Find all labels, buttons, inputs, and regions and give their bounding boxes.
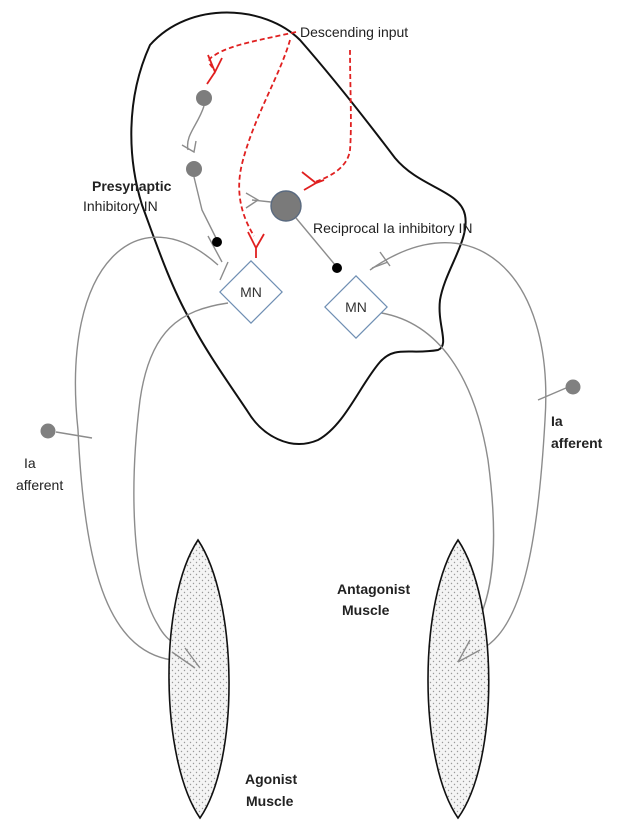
ia-afferent-left-label-line2: afferent [16,477,63,493]
ia-afferent-left-label-line1: Ia [24,455,36,471]
antagonist-muscle [428,540,489,818]
descending-synapse-upper [207,55,222,84]
mn-right-label: MN [345,299,367,315]
ia-afferent-right-label-line1: Ia [551,413,563,429]
ia-afferent-left-branch [56,432,92,438]
descending-synapse-reciprocal [302,172,324,190]
agonist-muscle [169,540,229,818]
presynaptic-in-lower-soma [186,161,202,177]
presynaptic-in-upper-soma [196,90,212,106]
descending-input-pathway-1 [209,32,296,70]
descending-input-pathway-3 [315,50,351,182]
reciprocal-inhibitory-terminal [332,263,342,273]
ia-afferent-right-soma [566,380,581,395]
mn-right-synapse-fork [372,252,390,268]
ia-afferent-left-soma [41,424,56,439]
mn-left-label: MN [240,284,262,300]
descending-input-label: Descending input [300,24,408,40]
presynaptic-label-line1: Presynaptic [92,178,172,194]
motor-neuron-right: MN [325,276,387,338]
descending-synapse-lower [248,232,264,258]
antagonist-label-line2: Muscle [342,602,390,618]
agonist-label-line1: Agonist [245,771,297,787]
agonist-label-line2: Muscle [246,793,294,809]
presynaptic-in-dendrite-fork [182,141,196,152]
reciprocal-ia-label: Reciprocal Ia inhibitory IN [313,220,473,236]
reciprocal-ia-in-soma [271,191,301,221]
presynaptic-label-line2: Inhibitory IN [83,198,158,214]
ia-afferent-right-label-line2: afferent [551,435,603,451]
ia-afferent-right-branch [538,388,566,400]
antagonist-label-line1: Antagonist [337,581,410,597]
presynaptic-inhibitory-terminal [212,237,222,247]
motor-neuron-left: MN [220,261,282,323]
